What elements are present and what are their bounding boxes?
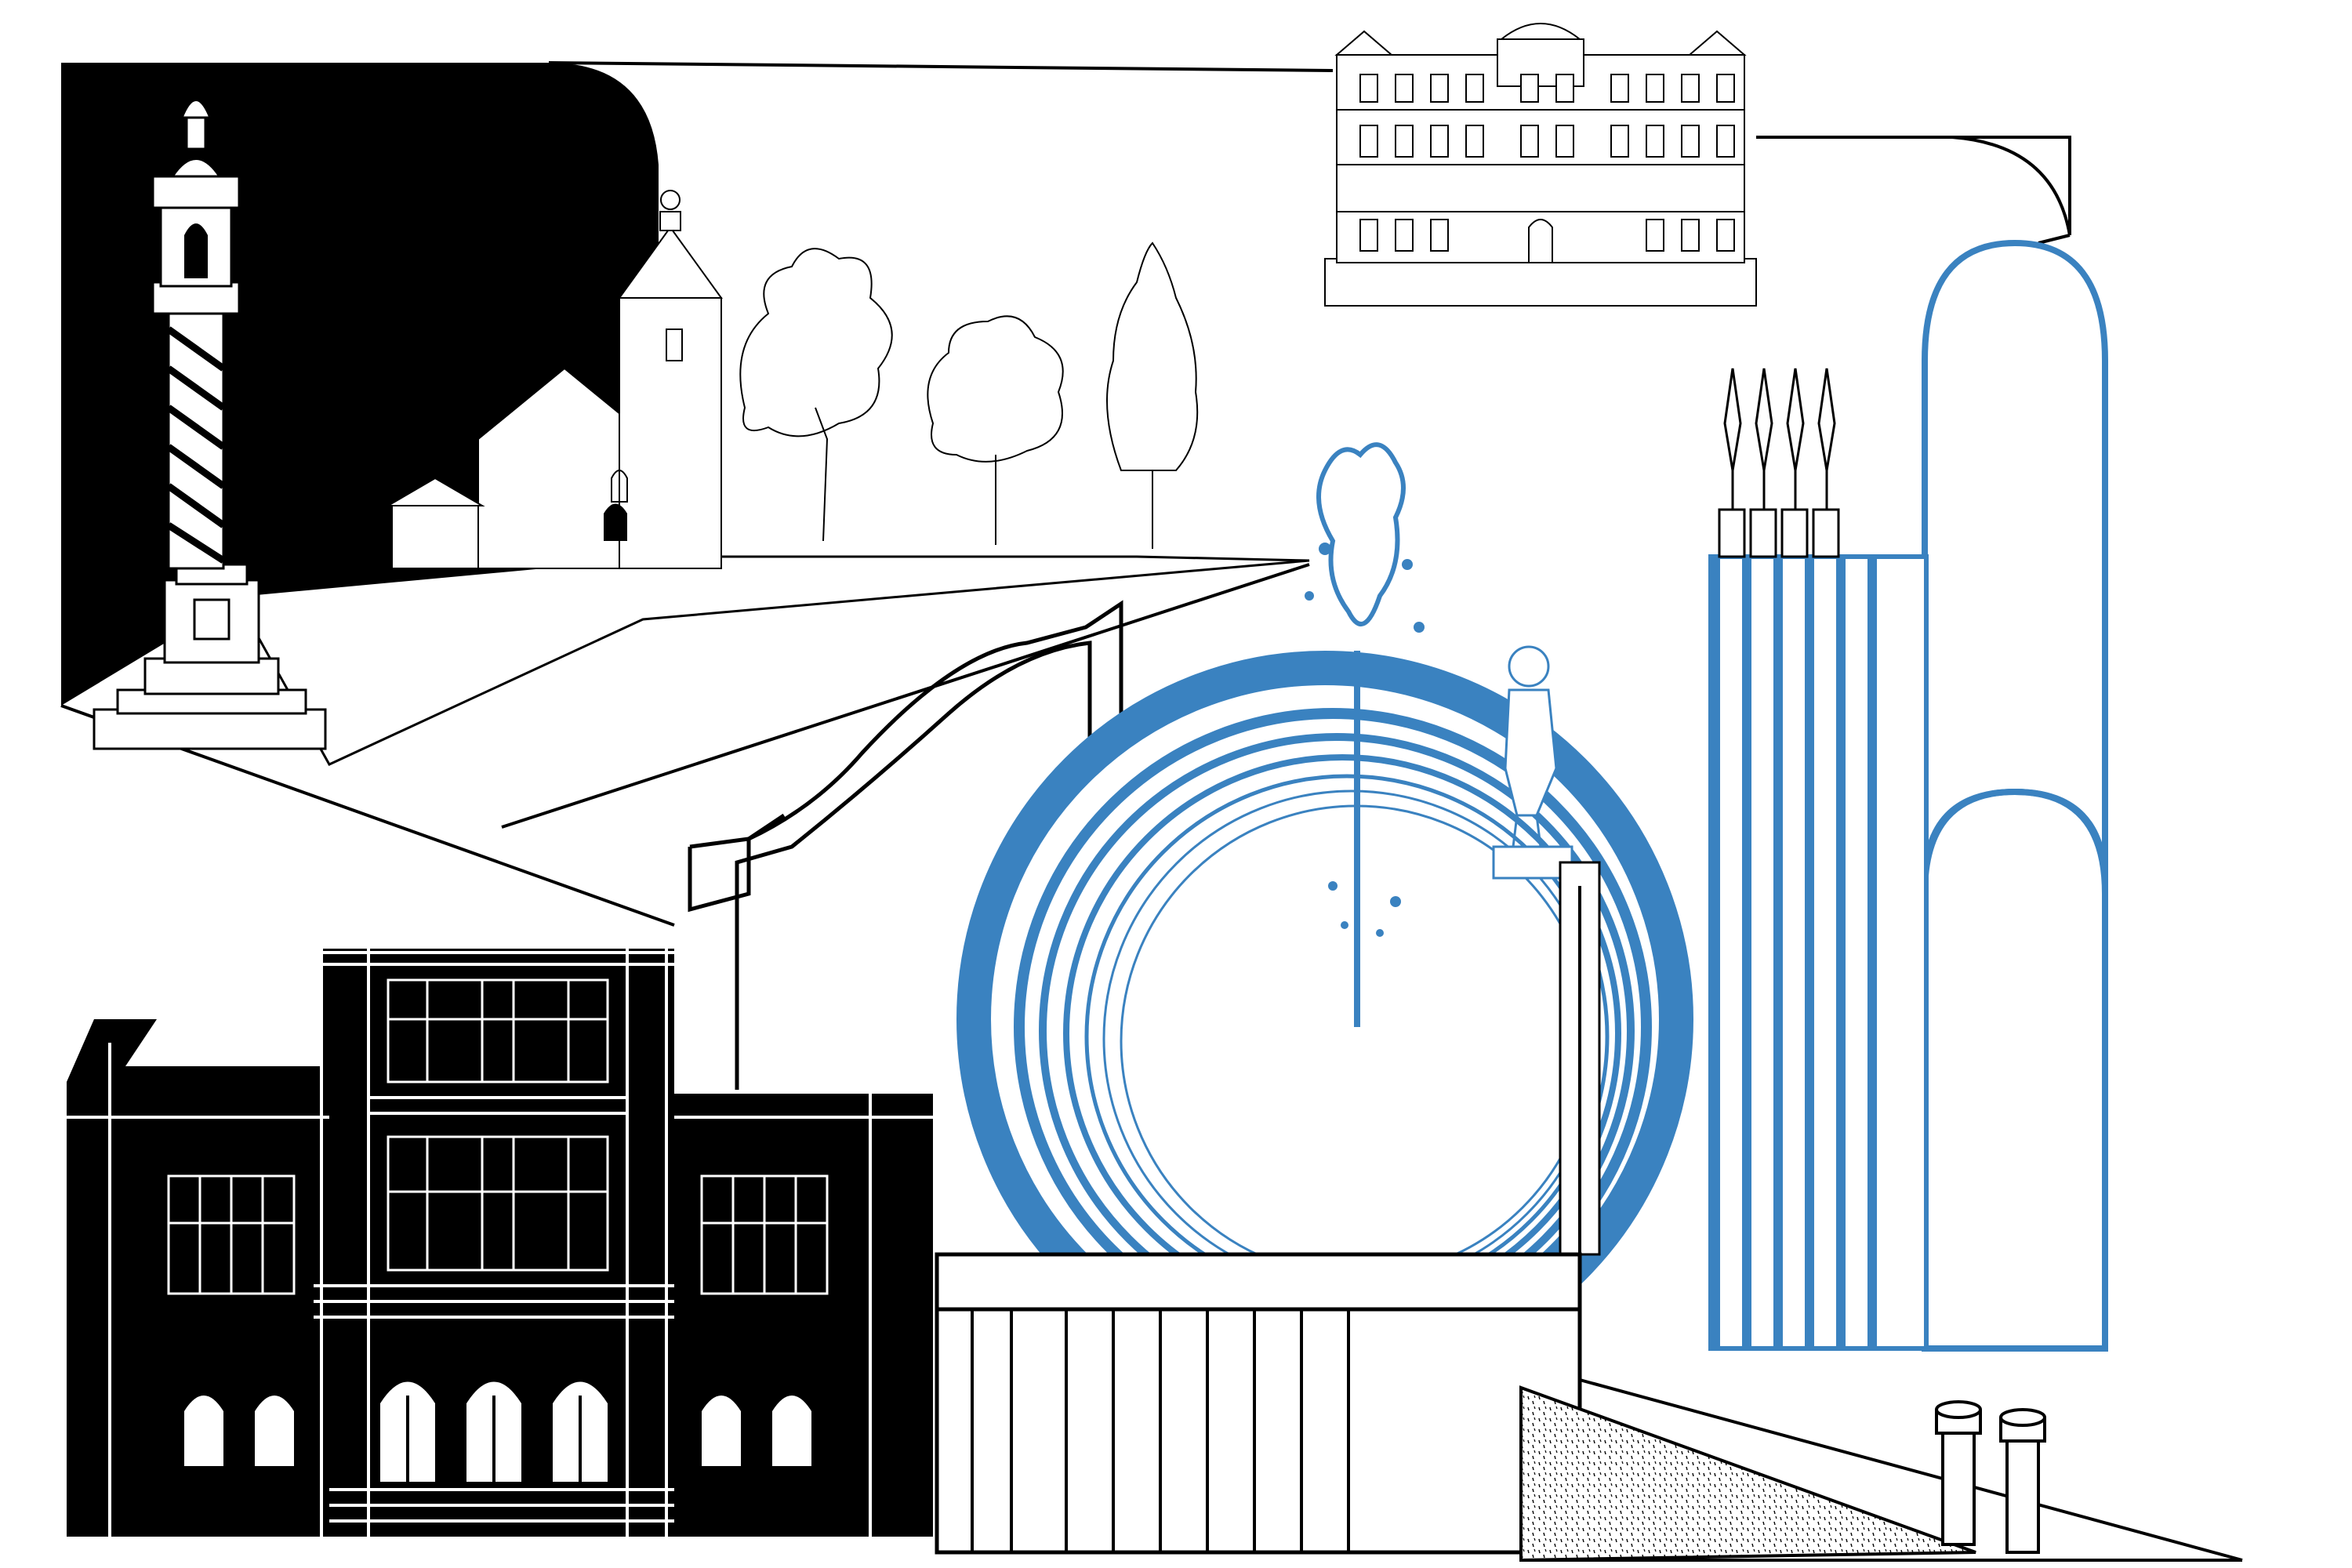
palace-windows — [1359, 74, 1735, 263]
top-frame-line — [548, 61, 1334, 72]
tree-icon — [927, 315, 1064, 545]
church-icon — [297, 190, 723, 581]
bollards — [1519, 1378, 2243, 1563]
twisted-column-icon — [93, 99, 327, 750]
perspective-line-2 — [501, 563, 1310, 829]
black-theatre-facade — [67, 935, 933, 1537]
basin-wall — [935, 1307, 1582, 1555]
bollard-icon — [1935, 1400, 1982, 1546]
bollard-icon — [1999, 1408, 2046, 1554]
arch-icon — [1922, 239, 2108, 1352]
tree-row — [739, 241, 1199, 549]
basin-grooves — [971, 1309, 1350, 1552]
basin-top — [935, 1252, 1582, 1312]
stippled-ramp — [1519, 1385, 1976, 1563]
tree-icon — [1106, 241, 1199, 549]
tree-icon — [739, 248, 893, 542]
top-left-scene — [60, 61, 1334, 927]
boy-statue-icon — [1492, 645, 1573, 880]
lance-stripes — [1711, 557, 1877, 1348]
fountain-with-boy-statue — [688, 442, 1693, 1555]
theatre-windows — [167, 978, 829, 1295]
right-wing — [674, 1094, 933, 1537]
facade-lines — [67, 935, 933, 1537]
arched-door-mullions — [406, 1396, 582, 1482]
palace-icon — [1324, 23, 2071, 307]
blue-arch-monument — [1708, 239, 2108, 1352]
fountain-icon — [1305, 442, 1425, 1027]
spears-icon — [1718, 368, 1840, 558]
